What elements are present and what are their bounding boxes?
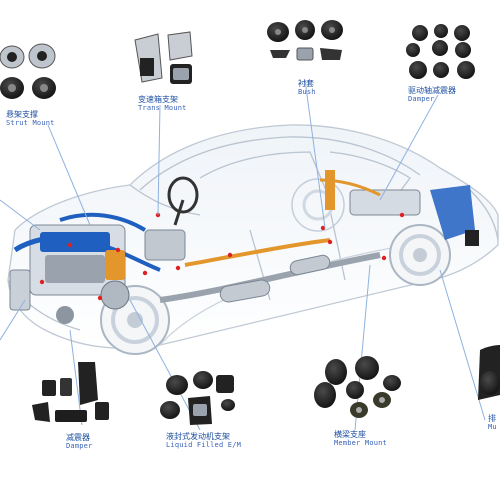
member-mount-en: Member Mount — [334, 439, 387, 448]
damper-parts — [32, 362, 109, 422]
steering-wheel — [167, 176, 199, 226]
bush-cn: 衬套 — [298, 79, 314, 88]
strut-mount-en: Strut Mount — [6, 119, 55, 128]
liquid-filled-em-en: Liquid Filled E/M — [166, 441, 242, 450]
leader-lines — [0, 79, 486, 431]
damper-en: Damper — [66, 442, 93, 451]
liquid-filled-em-cn: 液封式发动机支架 — [166, 432, 230, 441]
member-mount-parts — [314, 356, 401, 418]
label-liquid-filled-em: 液封式发动机支架 Liquid Filled E/M — [166, 432, 241, 449]
partial-cn: 排 — [488, 414, 496, 423]
label-bush: 衬套 Bush — [298, 79, 316, 96]
exhaust-system — [159, 238, 381, 303]
partial-en: Mu — [488, 423, 497, 432]
strut-mount-cn: 悬架支撑 — [6, 110, 38, 119]
rear-wheel — [389, 224, 451, 286]
label-damper: 减震器 Damper — [66, 433, 93, 450]
trans-mount-en: Trans Mount — [138, 104, 187, 113]
trans-mount-cn: 变速箱支架 — [138, 95, 178, 104]
rear-suspension — [319, 170, 479, 246]
liquid-filled-em-parts — [160, 371, 235, 425]
driveshaft-damper-cn: 驱动轴减震器 — [408, 86, 456, 95]
damper-cn: 减震器 — [66, 433, 90, 442]
driveshaft-damper-en: Damper — [408, 95, 435, 104]
bush-en: Bush — [298, 88, 316, 97]
label-partial: 排 Mu — [488, 414, 497, 431]
label-trans-mount: 变速箱支架 Trans Mount — [138, 95, 187, 112]
engine-block — [9, 212, 186, 324]
label-driveshaft-damper: 驱动轴减震器 Damper — [408, 86, 456, 103]
mount-markers — [39, 212, 405, 301]
bush-parts — [267, 20, 343, 61]
label-member-mount: 横梁支座 Member Mount — [334, 430, 387, 447]
strut-mount-parts — [0, 43, 56, 99]
member-mount-cn: 横梁支座 — [334, 430, 366, 439]
trans-mount-parts — [134, 31, 193, 84]
label-strut-mount: 悬架支撑 Strut Mount — [6, 110, 55, 127]
driveshaft-damper-parts — [406, 24, 475, 79]
partial-mount-parts — [478, 345, 500, 400]
